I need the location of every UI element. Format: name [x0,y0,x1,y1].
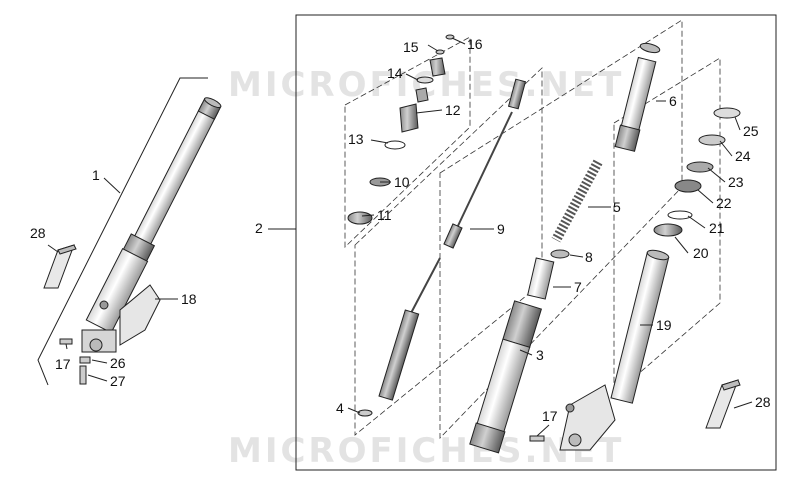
spring-5 [551,159,603,243]
leader-lines [47,37,753,437]
callout-7: 7 [574,279,582,295]
callout-17-right: 17 [542,408,558,424]
outer-slider [529,249,670,451]
seal-stack [653,107,741,237]
fork-leg-bracket [37,77,208,386]
callout-6: 6 [669,93,677,109]
fork-guard-right [705,379,741,429]
callout-18: 18 [181,291,197,307]
callout-3: 3 [536,347,544,363]
callout-10: 10 [394,174,410,190]
fork-leg-assembly [81,97,222,353]
callout-24: 24 [735,148,751,164]
spacer-7 [527,257,555,300]
callout-14: 14 [387,65,403,81]
washer-8 [550,249,570,259]
callout-23: 23 [728,174,744,190]
callout-27: 27 [110,373,126,389]
cap-group-parts [347,34,455,225]
inner-tube [469,300,543,454]
callout-25: 25 [743,123,759,139]
callout-26: 26 [110,355,126,371]
callout-19: 19 [656,317,672,333]
callout-20: 20 [693,245,709,261]
callout-16: 16 [467,36,483,52]
callout-labels: 1 2 3 4 5 6 7 8 9 10 11 12 13 14 15 16 1… [30,36,771,424]
callout-4: 4 [336,400,344,416]
callout-12: 12 [445,102,461,118]
callout-21: 21 [709,220,725,236]
callout-15: 15 [403,39,419,55]
fork-guard-left [43,244,77,289]
callout-2: 2 [255,220,263,236]
callout-9: 9 [497,221,505,237]
seal-group-frame [613,57,721,396]
callout-13: 13 [348,131,364,147]
callout-17-left: 17 [55,356,71,372]
bolt-26 [79,356,91,364]
callout-28-right: 28 [755,394,771,410]
watermark-bottom: MICROFICHES.NET [228,431,624,471]
callout-22: 22 [716,195,732,211]
tube-6 [614,42,661,152]
bolt-27 [79,365,87,385]
callout-5: 5 [613,199,621,215]
bolt-17-left [59,338,73,345]
assembly-frame [295,14,777,471]
callout-11: 11 [377,207,392,223]
callout-28-left: 28 [30,225,46,241]
cap-group-frame [344,36,471,248]
callout-8: 8 [585,249,593,265]
damper-rod-assembly [357,78,527,417]
callout-1: 1 [92,167,100,183]
